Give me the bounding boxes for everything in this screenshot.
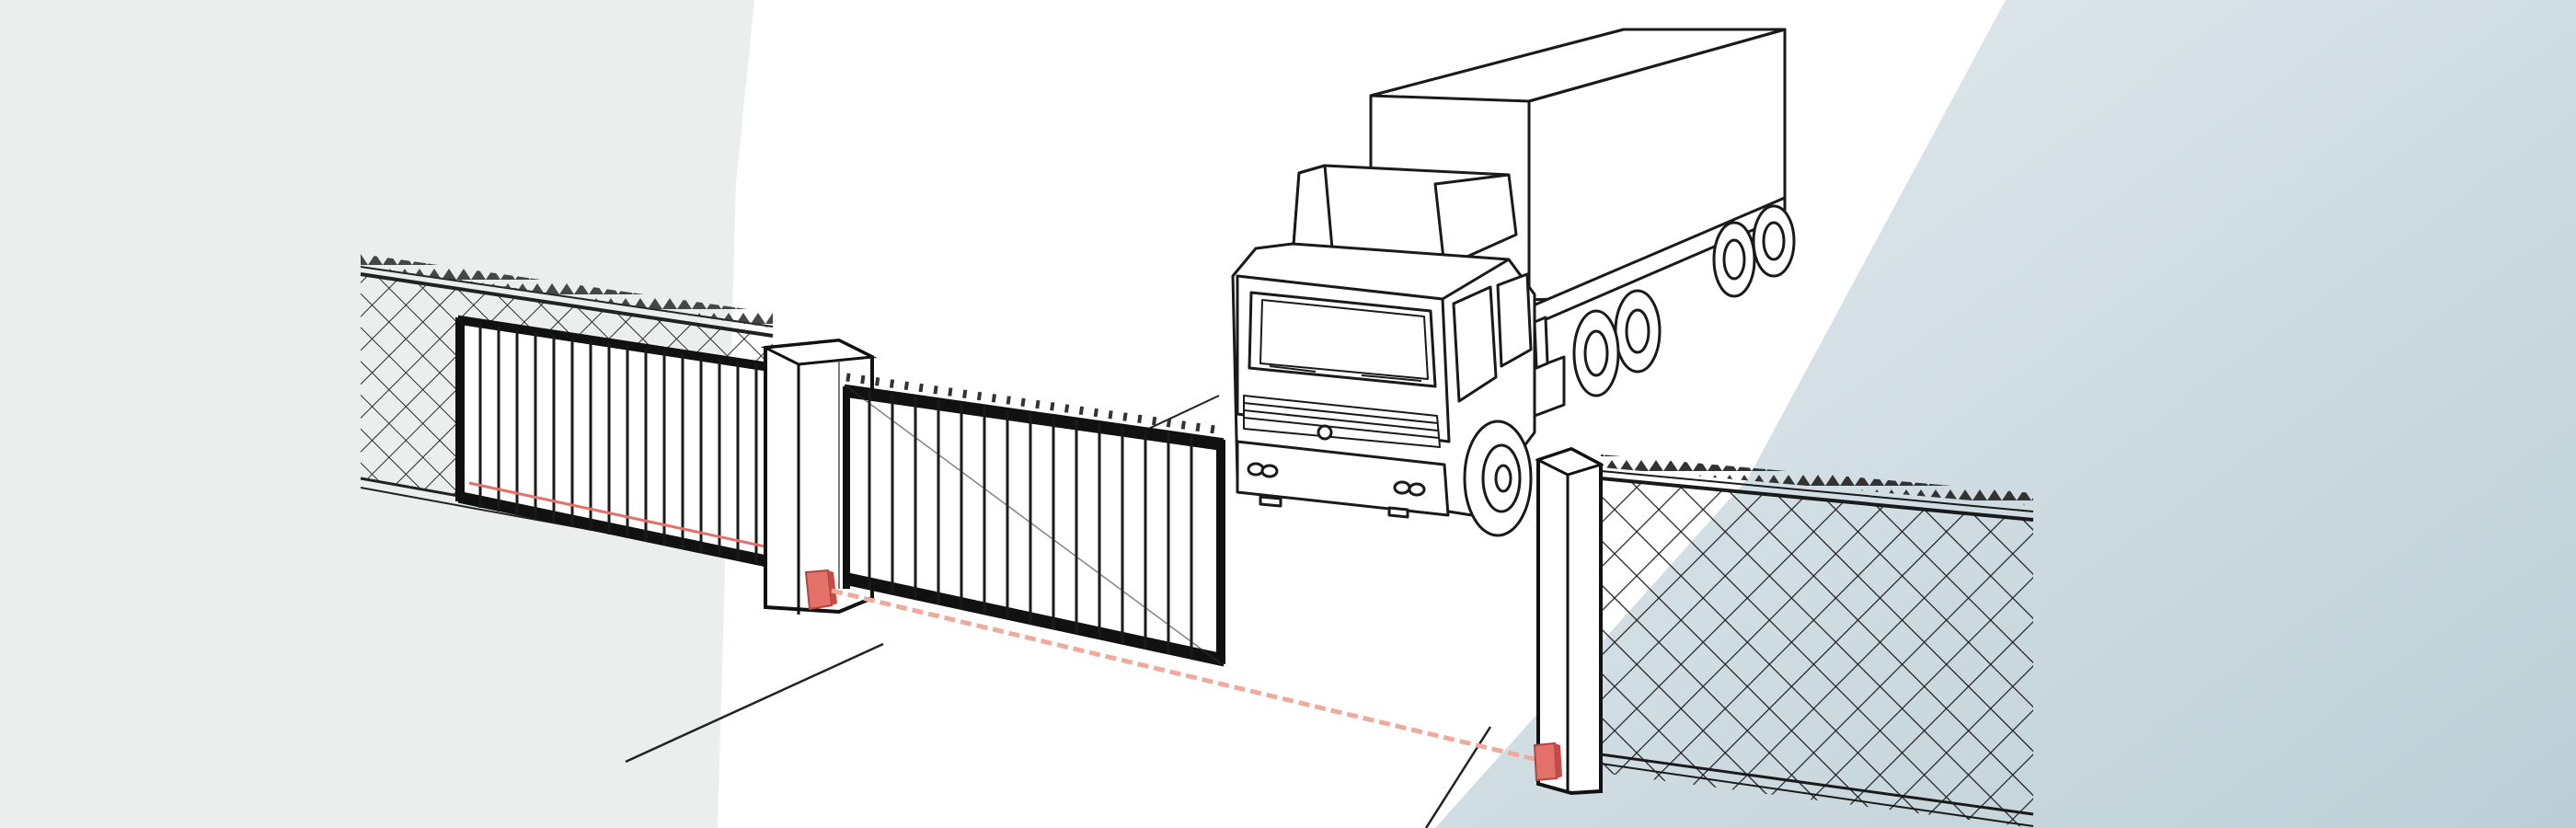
truck-grille xyxy=(1243,395,1441,448)
truck-front-wheel xyxy=(1463,420,1533,537)
truck-rear-wheels xyxy=(1572,204,1796,397)
truck-bumper xyxy=(1236,440,1450,517)
ground-line-back xyxy=(1140,395,1220,433)
light-beam xyxy=(831,588,1539,763)
receiver-post xyxy=(1535,446,1604,796)
chain-link-fence-right xyxy=(1600,454,2034,828)
ground-line-left xyxy=(625,642,884,764)
sliding-gate-retracted xyxy=(455,280,771,569)
truck-emblem xyxy=(1317,424,1333,441)
photoelectric-receiver xyxy=(1533,742,1562,782)
gate-safety-edge-strip xyxy=(468,481,770,549)
truck xyxy=(1231,28,1796,537)
sliding-gate-closing xyxy=(843,373,1225,667)
photoelectric-transmitter xyxy=(804,569,837,611)
truck-side-window xyxy=(1452,285,1498,403)
